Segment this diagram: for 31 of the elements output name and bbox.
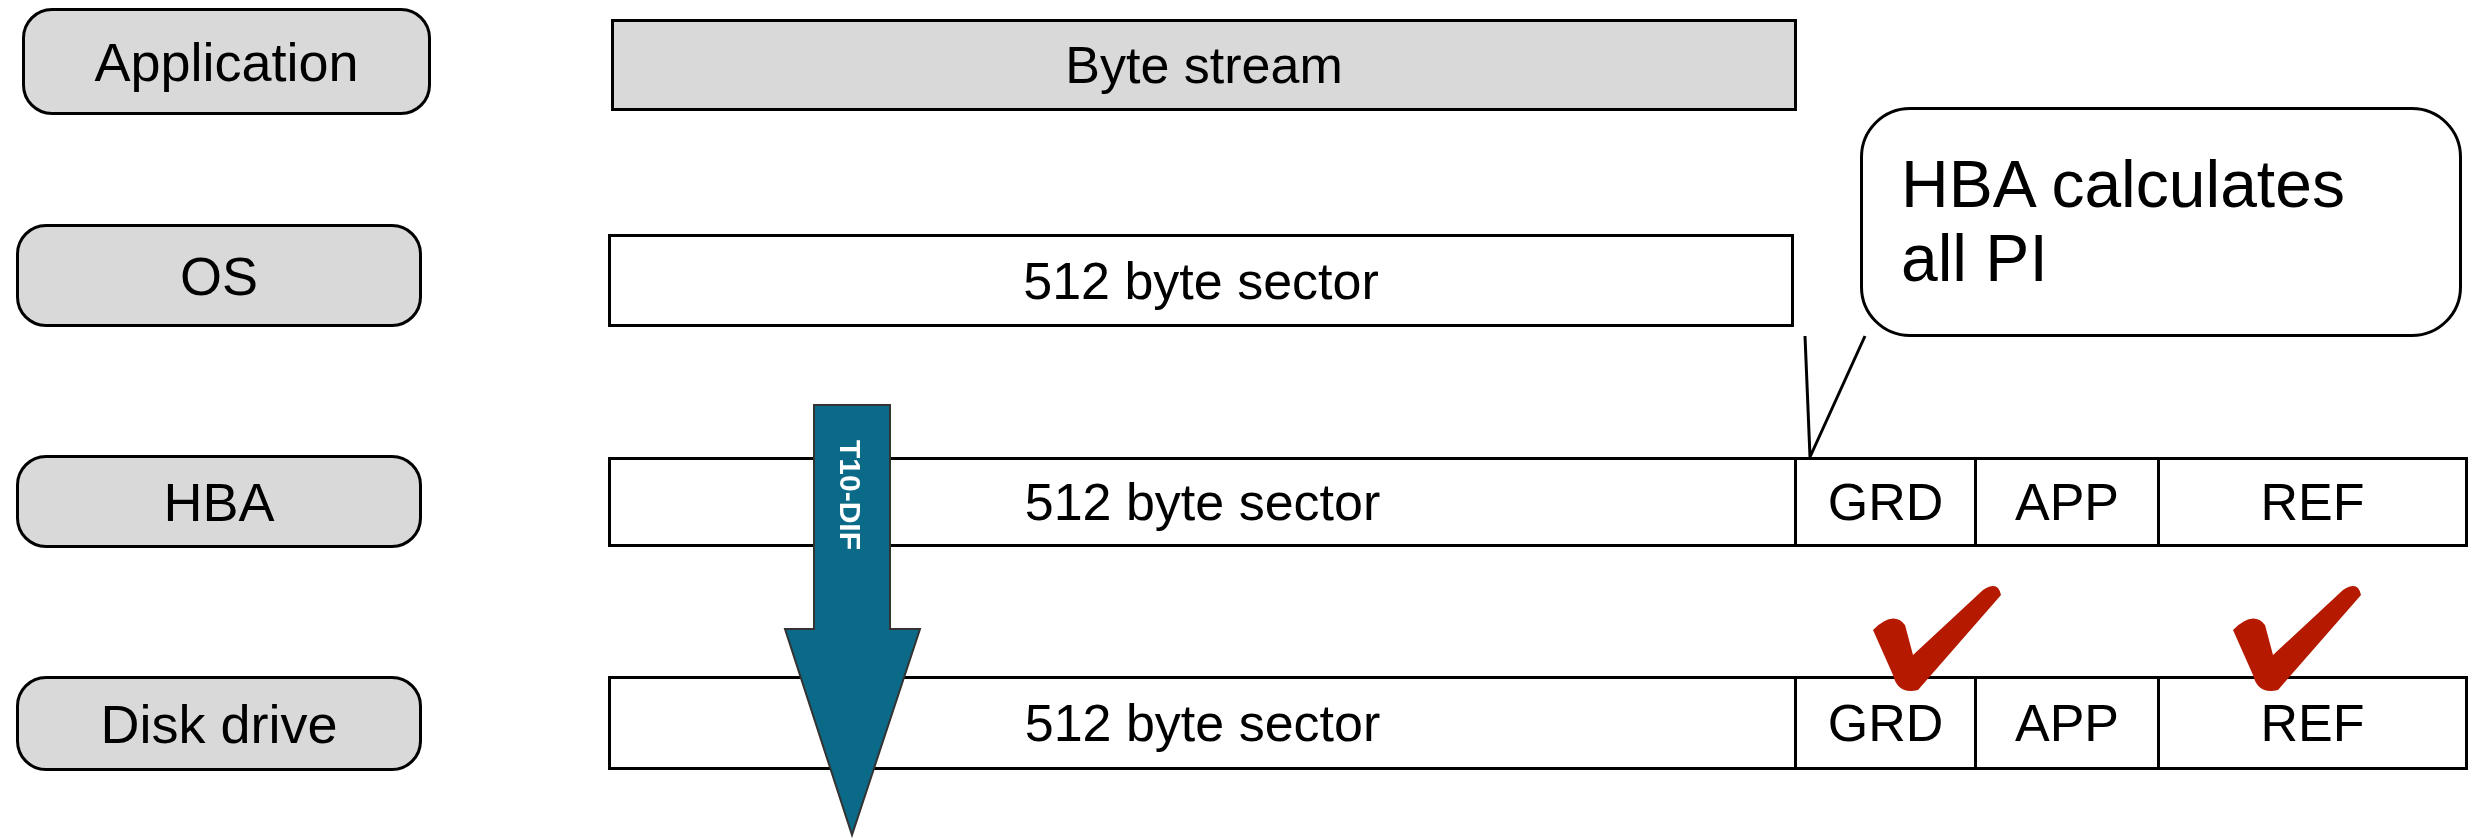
bar-label: 512 byte sector <box>1023 250 1379 311</box>
pi-field <box>1974 676 2160 770</box>
bar-label: Byte stream <box>1065 35 1343 95</box>
speech-bubble <box>1860 107 2462 337</box>
edge-label: T10-DIF <box>834 440 867 550</box>
layer-label: HBA <box>163 470 275 533</box>
pi-field <box>1974 457 2160 547</box>
field-label: REF <box>2260 693 2365 753</box>
bar-label: 512 byte sector <box>1024 693 1381 753</box>
bar-label: 512 byte sector <box>1024 472 1381 532</box>
field-label: APP <box>2014 472 2120 532</box>
pi-field <box>2157 676 2468 770</box>
pi-field <box>1794 676 1977 770</box>
layer-label: Application <box>94 30 359 93</box>
block-arrow <box>783 404 922 838</box>
layer-pill <box>22 8 431 115</box>
layer-label: Disk drive <box>100 692 338 755</box>
field-label: GRD <box>1827 693 1944 753</box>
leader-line <box>1803 334 1867 459</box>
data-bar <box>611 19 1797 111</box>
pi-field <box>2157 457 2468 547</box>
field-label: APP <box>2014 693 2120 753</box>
layer-pill <box>16 676 422 771</box>
layer-pill <box>16 224 422 327</box>
field-label: GRD <box>1827 472 1944 532</box>
data-bar <box>608 676 1797 770</box>
callout-text: HBA calculates all PI <box>1901 148 2346 296</box>
data-bar <box>608 234 1794 327</box>
layer-label: OS <box>180 244 258 307</box>
field-label: REF <box>2260 472 2365 532</box>
layer-pill <box>16 455 422 548</box>
